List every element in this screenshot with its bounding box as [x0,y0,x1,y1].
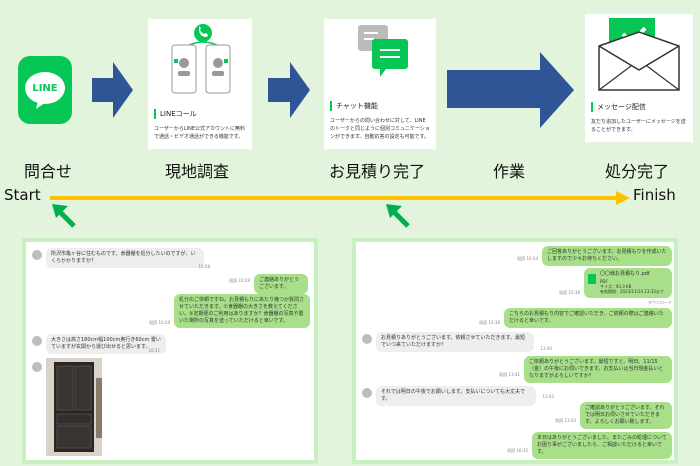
step-estimate-done: お見積り完了 [329,162,426,181]
chat-screenshot-left: 所沢市亀ヶ谷に住むものです。食器棚を処分したいのですが、いくらかかりますか？ 1… [22,238,318,464]
chat-message: ご依頼ありがとうございます。最短ですと、明日、11/15（金）の午後にお伺いでき… [524,356,672,383]
chat-timestamp: 既読 16:35 [507,448,528,453]
avatar [32,250,42,260]
card-desc: 友だち追加したユーザーにメッセージを送ることができます。 [591,119,686,133]
download-link[interactable]: ダウンロード [648,300,672,305]
timeline-arrowhead [616,191,630,205]
chat-illustration [324,19,436,103]
chat-message: ご確認ありがとうございます。それでは明日お伺いさせていただきます。よろしくお願い… [580,402,672,429]
timeline [50,191,630,228]
process-arrows [92,52,574,128]
blue-arrow-2 [268,62,310,118]
blue-arrow-3 [447,52,574,128]
green-pointer-1 [52,204,76,228]
card-chat: チャット機能 ユーザーからの問い合わせに対して、LINEのトークと同じように個別… [324,19,436,149]
avatar [362,388,372,398]
chat-timestamp: 既読 10:36 [479,320,500,325]
chat-screenshot-right: ご回答ありがとうございます。お見積もりを作成いたしますので少々お待ちください。 … [352,238,678,464]
chat-timestamp: 10:31 [148,348,160,353]
chat-message: 所沢市亀ヶ谷に住むものです。食器棚を処分したいのですが、いくらかかりますか？ [46,248,204,268]
step-disposal-done: 処分完了 [605,162,670,181]
card-title: LINEコール [154,109,197,119]
card-desc: ユーザーからの問い合わせに対して、LINEのトークと同じように個別コミュニケーシ… [330,118,430,140]
pdf-icon [588,274,596,284]
chat-timestamp: 13:42 [542,394,554,399]
chat-timestamp: 既読 13:41 [499,372,520,377]
timeline-start: Start [4,186,41,204]
file-expiry: 有効期限：2023/11/14 13:33まで [600,289,664,294]
card-desc: ユーザーからLINE公式アカウントに無料で通話・ビデオ通話ができる機能です。 [154,126,246,140]
file-type: PDF [600,279,608,284]
chat-timestamp: 既読 10:29 [149,320,170,325]
chat-timestamp: 10:28 [198,264,210,269]
chat-message: ご連絡ありがとうございます。 [254,274,308,294]
chat-timestamp: 既読 10:36 [559,290,580,295]
step-site-survey: 現地調査 [165,162,230,181]
avatar [362,334,372,344]
line-logo: LINE [18,56,72,124]
chat-timestamp: 既読 10:29 [229,278,250,283]
cabinet-photo [46,358,102,456]
chat-message: 大きさは高さ180cm幅100cm奥行き60cm 置いていますが玄関から運び出せ… [46,334,166,354]
envelope-illustration [585,14,693,100]
avatar [32,336,42,346]
chat-message: ご回答ありがとうございます。お見積もりを作成いたしますので少々お待ちください。 [542,246,672,266]
green-pointer-2 [386,204,410,228]
card-title: チャット機能 [330,101,378,111]
chat-timestamp: 既読 10:34 [517,256,538,261]
card-title: メッセージ配信 [591,102,646,112]
step-inquiry: 問合せ [24,162,73,181]
phone-call-illustration [148,19,252,109]
chat-message: こちらのお見積もり内容でご確認いただき、ご依頼の際はご連絡いただけると幸いです。 [504,308,672,328]
chat-timestamp: 既読 13:43 [555,418,576,423]
chat-message: それでは明日の午後でお願いします。支払いについても大丈夫です。 [376,386,536,406]
chat-message: 処分のご依頼ですね。お見積もりにあたり幾つか質問させていただきます。①食器棚の大… [174,294,310,328]
timeline-finish: Finish [633,186,676,204]
blue-arrow-1 [92,62,133,118]
file-size: サイズ：93.3 KB [600,284,632,289]
step-work: 作業 [493,162,526,181]
card-message: メッセージ配信 友だち追加したユーザーにメッセージを送ることができます。 [585,14,693,142]
chat-message: 本日はありがとうございました。またごみの処理についてお困り事がございましたら、ご… [532,432,672,459]
chat-timestamp: 13:40 [540,346,552,351]
file-name[interactable]: 〇〇様お見積もり.pdf [600,271,650,277]
avatar [32,362,42,372]
chat-file-message: 〇〇様お見積もり.pdf PDF サイズ：93.3 KB 有効期限：2023/1… [584,268,672,298]
card-line-call: LINEコール ユーザーからLINE公式アカウントに無料で通話・ビデオ通話ができ… [148,19,252,149]
line-logo-text: LINE [32,83,58,94]
chat-message: お見積りありがとうございます。依頼させていただきます。最短でいつ来ていただけます… [376,332,534,352]
